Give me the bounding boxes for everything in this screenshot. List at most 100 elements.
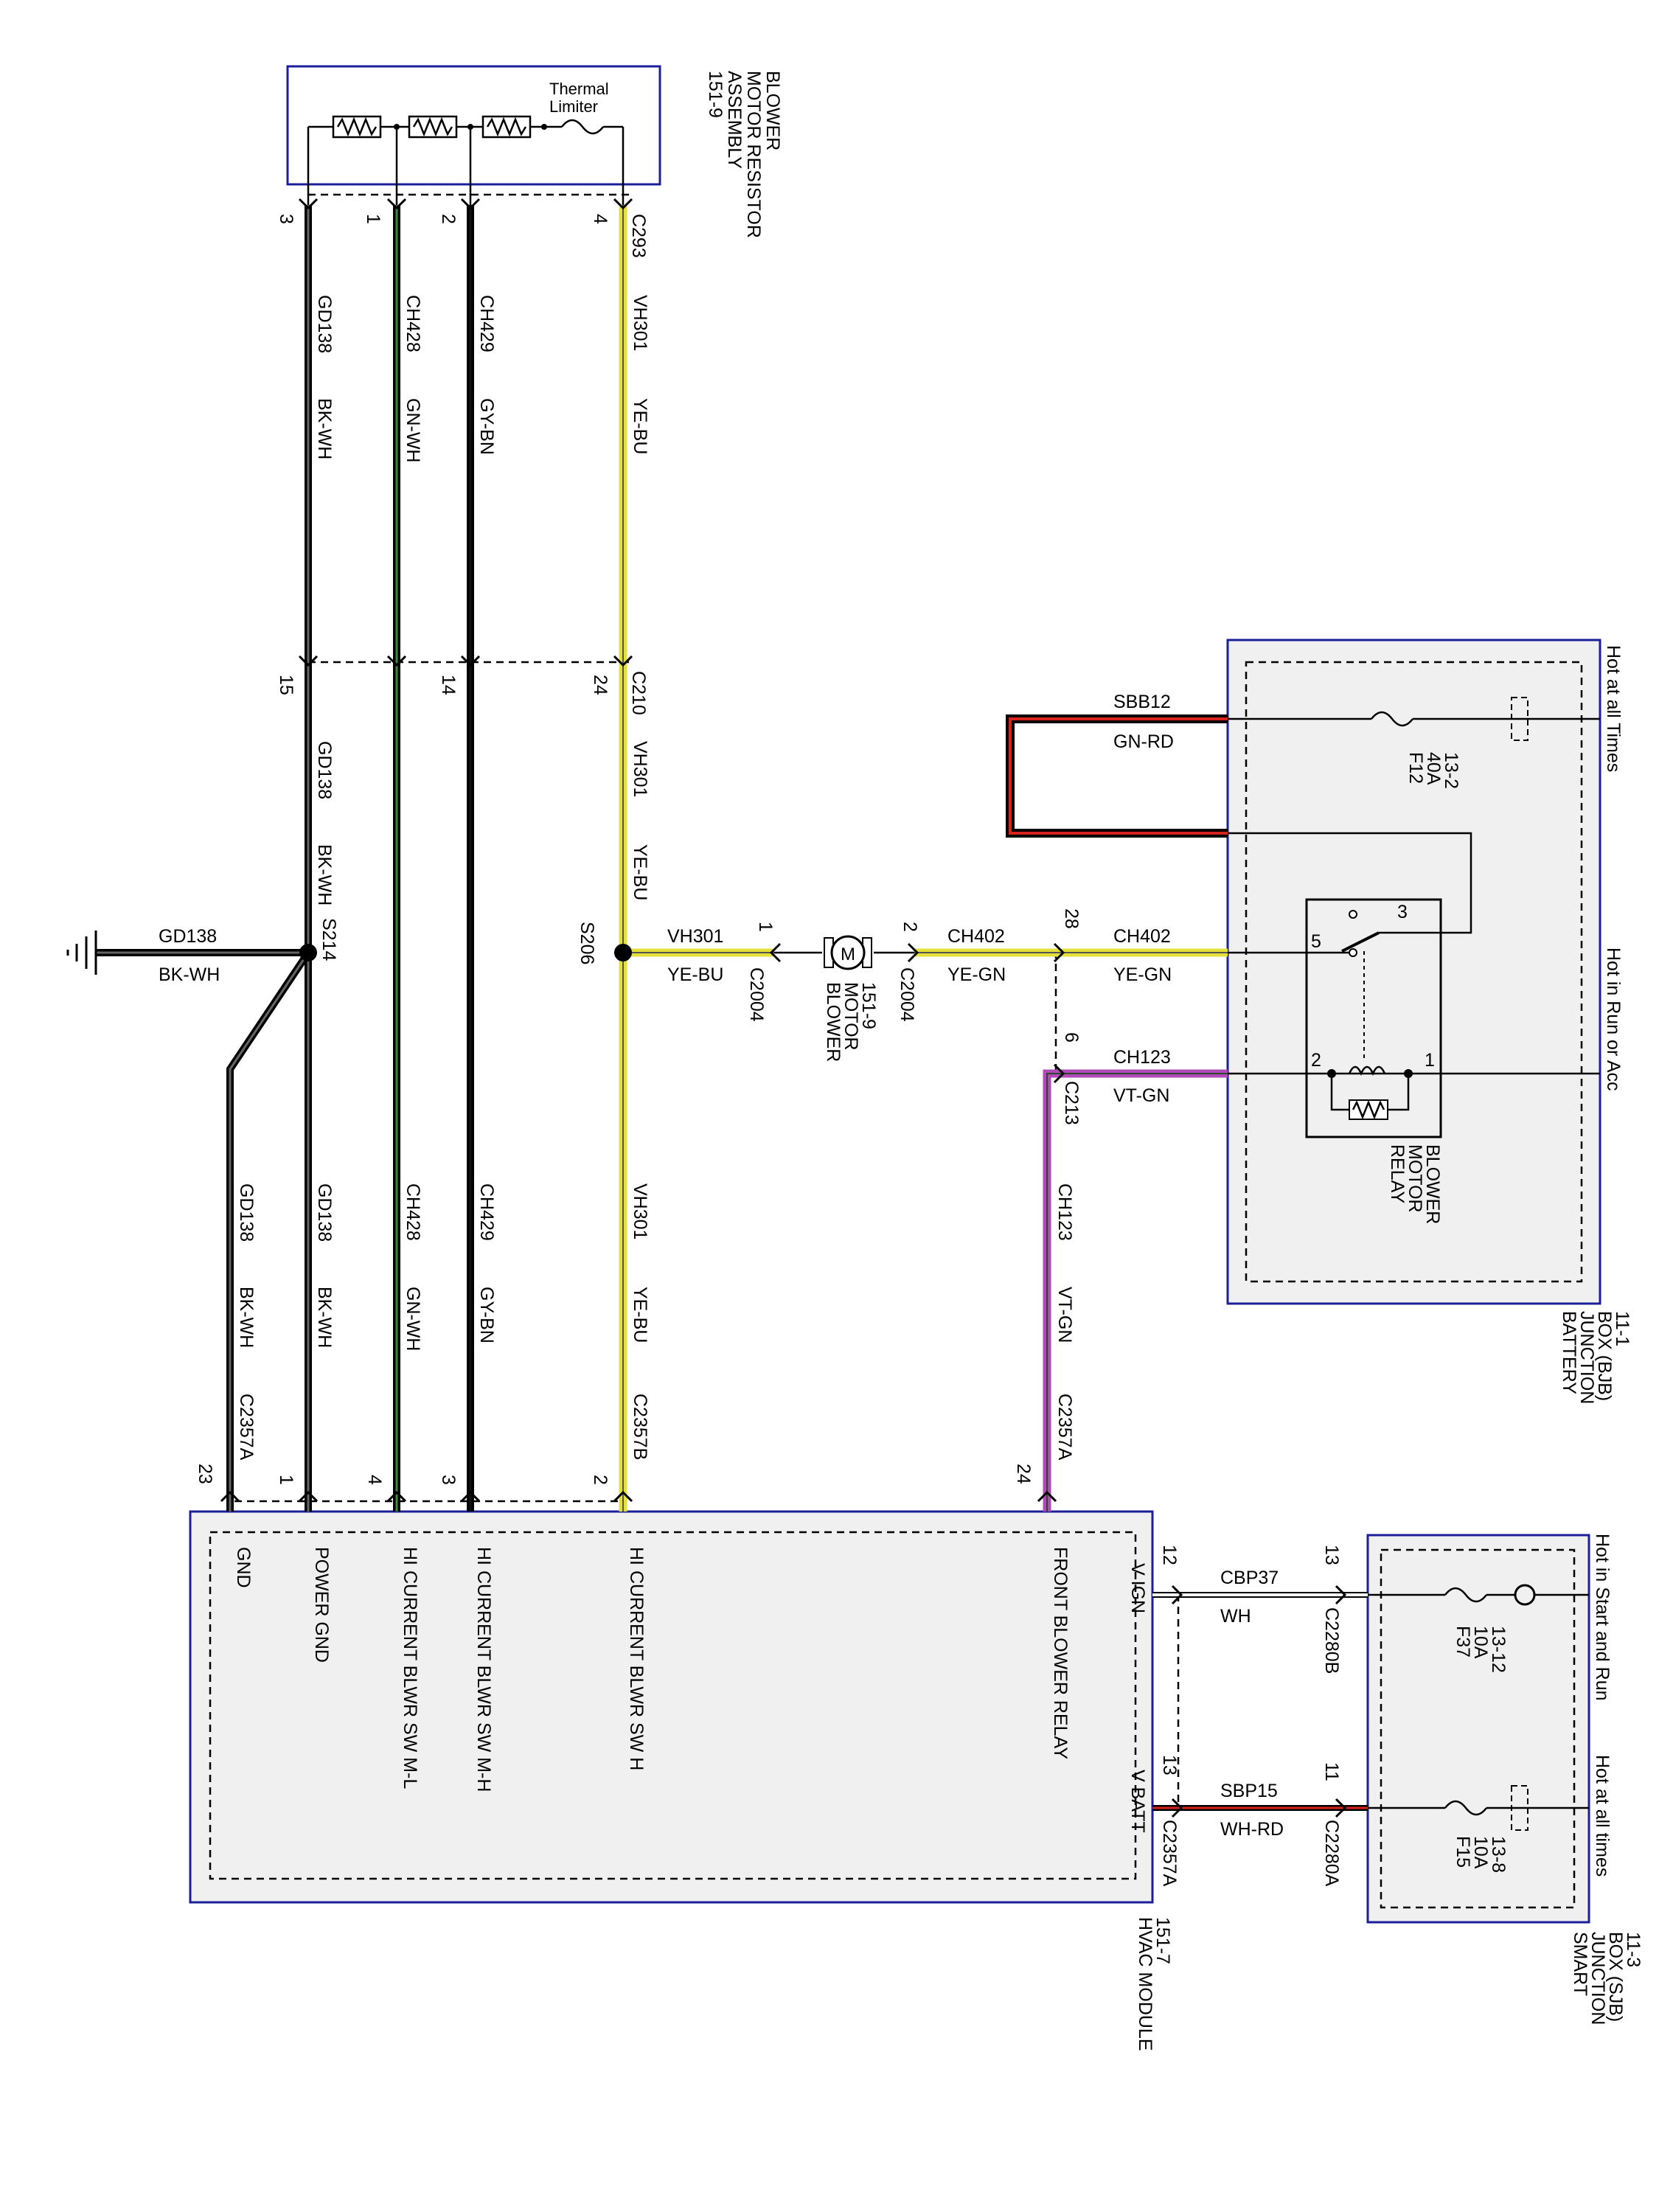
pin-3: 3: [276, 214, 296, 224]
pin-12: 12: [1159, 1545, 1180, 1565]
wire-sbp15: SBP15: [1220, 1781, 1278, 1801]
pin-1: 1: [363, 214, 383, 224]
wire-ch429-lower: CH429: [476, 1183, 497, 1241]
wire-gybn-lower: GY-BN: [476, 1287, 497, 1343]
relay-pin-1: 1: [1425, 1050, 1435, 1071]
connector-c293: C293: [628, 214, 649, 258]
blower-resistor-box: [286, 65, 661, 186]
relay-coil-icon: [1327, 1065, 1413, 1120]
fuse-f15-label-3: 13-8: [1488, 1836, 1509, 1873]
resistor-name-1: BLOWER: [762, 71, 783, 150]
pin-1-hvac: 1: [276, 1475, 296, 1485]
splice-s206: [614, 944, 632, 961]
wire-gnrd: GN-RD: [1113, 731, 1174, 752]
wire-bkwh-upper: BK-WH: [314, 398, 335, 459]
hvac-module-box: [189, 1510, 1154, 1904]
pin-24-c210: 24: [590, 675, 611, 695]
bjb-name-2: JUNCTION: [1576, 1311, 1597, 1404]
wire-ch123-vertical: CH123: [1054, 1183, 1075, 1241]
wire-ch402-right: CH402: [1113, 926, 1171, 947]
pin-14: 14: [438, 675, 459, 695]
sjb-name-4: 11-3: [1623, 1932, 1644, 1967]
pin-3-hvac: 3: [438, 1475, 459, 1485]
relay-name-1: BLOWER: [1422, 1144, 1443, 1224]
bjb-hot-all-times: Hot at all Times: [1603, 645, 1624, 772]
relay-name-2: MOTOR: [1405, 1144, 1425, 1213]
blower-motor-name-3: 151-9: [858, 982, 879, 1029]
wire-bkwh-ground: BK-WH: [159, 964, 220, 985]
blower-motor-name-1: BLOWER: [823, 982, 844, 1062]
wire-vtgn-horizontal: VT-GN: [1113, 1085, 1169, 1106]
resistor-network: [307, 115, 625, 205]
bjb-box: [1226, 639, 1601, 1305]
resistor-name-2: MOTOR RESISTOR: [743, 71, 764, 238]
fuse-f37-label-2: 10A: [1470, 1626, 1491, 1659]
fuse-f15-label-2: 10A: [1470, 1836, 1491, 1869]
fuse-f15-icon: [1368, 1785, 1589, 1831]
wire-bkwh-lower: BK-WH: [314, 1287, 335, 1348]
connector-c2357a-vbatt: C2357A: [1159, 1820, 1180, 1887]
pin-2: 2: [438, 214, 459, 224]
pin-2-c2004: 2: [900, 922, 920, 932]
wire-ch429-upper: CH429: [476, 295, 497, 352]
wire-gd138-gnd: GD138: [236, 1183, 257, 1242]
wire-ch428-upper: CH428: [403, 295, 423, 352]
motor-symbol: M: [841, 945, 855, 964]
wire-vh301-upper: VH301: [630, 295, 650, 351]
hvac-pin-mh: HI CURRENT BLWR SW M-H: [473, 1547, 494, 1792]
wire-whrd: WH-RD: [1220, 1819, 1284, 1840]
splice-s214: [299, 944, 317, 961]
wire-bkwh-gnd: BK-WH: [236, 1287, 257, 1348]
wire-gd138-ground: GD138: [159, 926, 217, 947]
wire-gd138-lower: GD138: [314, 1183, 335, 1242]
fuse-f12-label-2: 40A: [1423, 752, 1444, 785]
sjb-hot-all-times: Hot at all times: [1592, 1755, 1613, 1877]
blower-motor-relay: [1305, 898, 1442, 1138]
pin-23: 23: [195, 1464, 215, 1484]
resistor-name-4: 151-9: [705, 71, 726, 118]
blower-motor-name-2: MOTOR: [841, 982, 861, 1051]
bjb-name-3: BOX (BJB): [1594, 1311, 1615, 1401]
thermal-limiter-icon: [561, 119, 604, 135]
connector-c213: C213: [1061, 1081, 1082, 1125]
pin-13-c2280b: 13: [1321, 1545, 1342, 1565]
hvac-pin-h: HI CURRENT BLWR SW H: [626, 1547, 647, 1770]
pin-1-c2004: 1: [755, 922, 776, 932]
pin-13-c2357a: 13: [1159, 1755, 1180, 1775]
connector-c2280b: C2280B: [1321, 1607, 1342, 1674]
wire-vh301-lower: VH301: [630, 1183, 650, 1239]
wire-vtgn-vertical: VT-GN: [1054, 1287, 1075, 1343]
fuse-f12-icon: [1228, 697, 1600, 741]
connector-c2004-left: C2004: [746, 967, 767, 1022]
resistor-name-3: ASSEMBLY: [724, 71, 745, 169]
fuse-f37-icon: [1368, 1584, 1589, 1606]
wire-yegn-right: YE-GN: [1113, 964, 1172, 985]
wire-wh: WH: [1220, 1606, 1251, 1627]
pin-2-hvac: 2: [590, 1475, 611, 1485]
wire-gybn-upper: GY-BN: [476, 398, 497, 455]
splice-s214-label: S214: [319, 918, 339, 961]
wire-yebu-lower: YE-BU: [630, 1287, 650, 1343]
hvac-pin-ml: HI CURRENT BLWR SW M-L: [400, 1547, 420, 1789]
hvac-pin-v-batt: V BATT: [1127, 1770, 1148, 1833]
fuse-f15-label-1: F15: [1453, 1836, 1473, 1868]
ground-icon: [66, 931, 97, 975]
wire-gd138-mid: GD138: [314, 741, 335, 799]
relay-pin-5: 5: [1311, 931, 1321, 952]
thermal-limiter-label-2: Limiter: [549, 97, 598, 116]
sjb-name-3: BOX (SJB): [1605, 1932, 1626, 2022]
wire-ch402-left: CH402: [947, 926, 1005, 947]
relay-pin-3: 3: [1397, 902, 1408, 922]
pin-15: 15: [276, 675, 296, 695]
hvac-pin-power-gnd: POWER GND: [311, 1547, 332, 1663]
fuse-f37-label-1: F37: [1453, 1626, 1473, 1658]
connector-c2004-right: C2004: [897, 967, 917, 1022]
pin-6: 6: [1061, 1032, 1082, 1043]
hvac-pin-gnd: GND: [233, 1547, 254, 1588]
hvac-name-2: 151-7: [1152, 1917, 1173, 1964]
connector-c210: C210: [628, 671, 649, 715]
wire-ch123-horizontal: CH123: [1113, 1047, 1171, 1068]
pin-28: 28: [1061, 908, 1082, 929]
sjb-box: [1366, 1534, 1590, 1924]
fuse-f12-label-3: 13-2: [1441, 752, 1461, 789]
